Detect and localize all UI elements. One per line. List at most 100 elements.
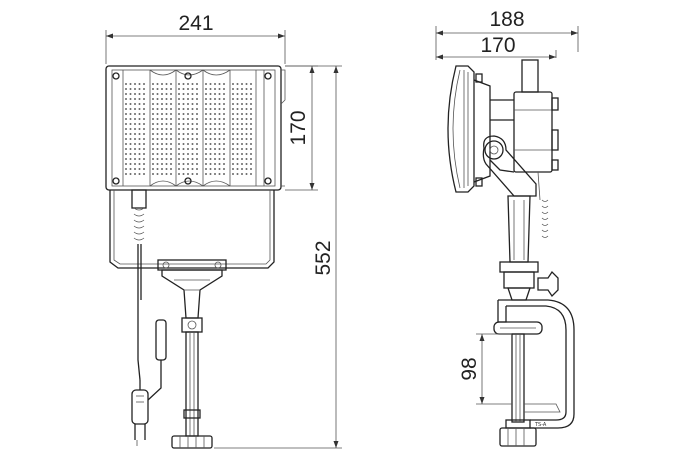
led-dot bbox=[138, 173, 141, 175]
led-dot bbox=[205, 173, 207, 175]
led-dot bbox=[245, 103, 248, 105]
led-dot bbox=[214, 83, 216, 85]
led-dot bbox=[178, 173, 180, 175]
led-dot bbox=[209, 173, 212, 175]
led-dot bbox=[138, 83, 141, 85]
led-dot bbox=[196, 103, 198, 105]
led-dot bbox=[245, 123, 248, 125]
led-dot bbox=[245, 108, 248, 110]
led-dot bbox=[209, 168, 212, 170]
led-dot bbox=[143, 108, 145, 110]
led-dot bbox=[170, 133, 172, 135]
led-dot bbox=[161, 148, 163, 150]
led-dot bbox=[245, 168, 248, 170]
led-dot bbox=[241, 163, 243, 165]
led-dot bbox=[165, 133, 168, 135]
led-dot bbox=[187, 123, 189, 125]
led-dot bbox=[182, 158, 185, 160]
led-dot bbox=[232, 123, 234, 125]
led-dot bbox=[125, 168, 127, 170]
led-dot bbox=[143, 163, 145, 165]
led-dot bbox=[236, 128, 239, 130]
led-dot bbox=[156, 163, 159, 165]
led-dot bbox=[129, 158, 132, 160]
led-dot bbox=[156, 118, 159, 120]
led-dot bbox=[223, 163, 225, 165]
led-dot bbox=[138, 143, 141, 145]
led-dot bbox=[245, 118, 248, 120]
led-dot bbox=[209, 113, 212, 115]
led-dot bbox=[191, 128, 194, 130]
led-dot bbox=[134, 153, 136, 155]
led-dot bbox=[223, 143, 225, 145]
led-dot bbox=[209, 93, 212, 95]
led-dot bbox=[214, 118, 216, 120]
led-dot bbox=[161, 153, 163, 155]
led-dot bbox=[223, 138, 225, 140]
led-dot bbox=[218, 93, 221, 95]
led-dot bbox=[218, 108, 221, 110]
led-dot bbox=[125, 103, 127, 105]
led-dot bbox=[138, 158, 141, 160]
led-dot bbox=[129, 153, 132, 155]
led-dot bbox=[138, 133, 141, 135]
led-dot bbox=[138, 148, 141, 150]
led-dot bbox=[161, 158, 163, 160]
led-dot bbox=[156, 128, 159, 130]
led-dot bbox=[170, 123, 172, 125]
led-dot bbox=[134, 103, 136, 105]
led-dot bbox=[191, 133, 194, 135]
led-dot bbox=[134, 123, 136, 125]
led-dot bbox=[236, 88, 239, 90]
led-dot bbox=[245, 133, 248, 135]
led-dot bbox=[182, 138, 185, 140]
dimension-label-552: 552 bbox=[312, 240, 335, 275]
led-dot bbox=[178, 98, 180, 100]
led-dot bbox=[187, 153, 189, 155]
led-dot bbox=[191, 173, 194, 175]
led-dot bbox=[129, 113, 132, 115]
led-dot bbox=[218, 103, 221, 105]
led-dot bbox=[250, 83, 252, 85]
led-dot bbox=[156, 98, 159, 100]
led-dot bbox=[232, 113, 234, 115]
led-dot bbox=[178, 128, 180, 130]
led-dot bbox=[143, 138, 145, 140]
led-dot bbox=[191, 168, 194, 170]
led-dot bbox=[232, 143, 234, 145]
led-dot bbox=[236, 168, 239, 170]
led-dot bbox=[241, 133, 243, 135]
led-dot bbox=[245, 138, 248, 140]
led-dot bbox=[218, 163, 221, 165]
led-dot bbox=[170, 168, 172, 170]
led-dot bbox=[143, 133, 145, 135]
led-dot bbox=[182, 98, 185, 100]
led-dot bbox=[134, 88, 136, 90]
led-dot bbox=[214, 138, 216, 140]
led-dot bbox=[129, 93, 132, 95]
led-dot bbox=[152, 108, 154, 110]
led-dot bbox=[236, 158, 239, 160]
lamp-panel bbox=[105, 65, 286, 191]
led-dot bbox=[241, 83, 243, 85]
led-dot bbox=[152, 133, 154, 135]
dimension-front-width: 241 bbox=[105, 12, 286, 64]
led-dot bbox=[187, 118, 189, 120]
led-dot bbox=[191, 98, 194, 100]
led-dot bbox=[178, 108, 180, 110]
led-dot bbox=[250, 123, 252, 125]
led-dot bbox=[223, 128, 225, 130]
led-dot bbox=[191, 138, 194, 140]
dimension-label-241: 241 bbox=[178, 12, 213, 35]
led-dot bbox=[182, 163, 185, 165]
led-dot bbox=[209, 143, 212, 145]
led-dot bbox=[125, 143, 127, 145]
led-dot bbox=[165, 88, 168, 90]
led-dot bbox=[205, 83, 207, 85]
led-dot bbox=[125, 158, 127, 160]
led-dot bbox=[134, 148, 136, 150]
led-dot bbox=[152, 168, 154, 170]
led-dot bbox=[223, 123, 225, 125]
led-dot bbox=[134, 138, 136, 140]
led-dot bbox=[182, 118, 185, 120]
